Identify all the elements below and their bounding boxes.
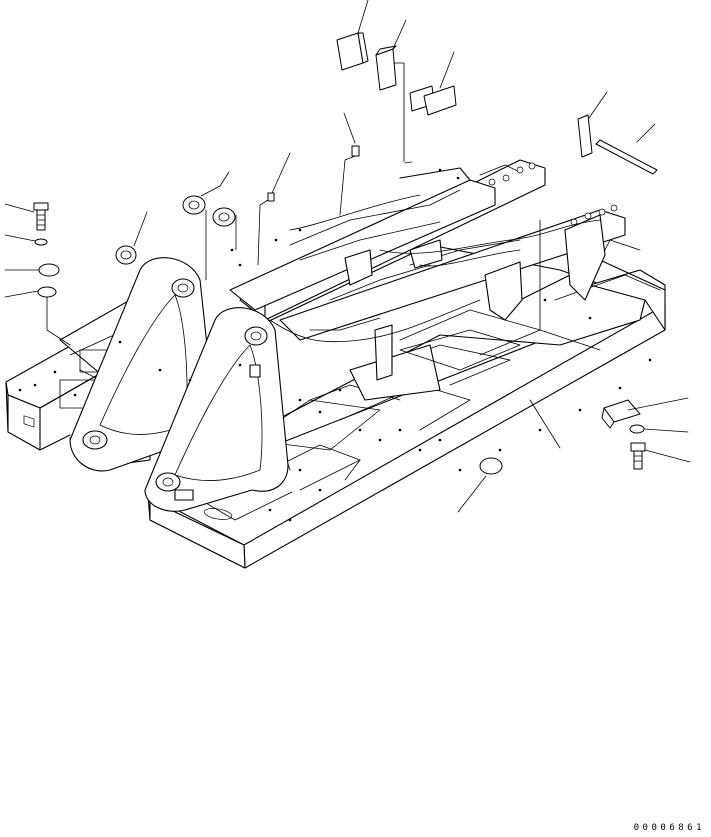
rubber-pad-2 [375, 48, 397, 91]
side-plate [577, 114, 593, 158]
bushing-lower [479, 457, 503, 475]
beam-holes [488, 162, 618, 226]
leader-lines [4, 0, 691, 513]
rubber-pad-4 [423, 85, 457, 116]
frame-dots [18, 168, 652, 522]
bushing-1 [182, 195, 206, 215]
bolt-head-right [630, 442, 646, 452]
small-shim-1 [351, 145, 360, 157]
washer-right [629, 424, 645, 434]
upper-longitudinal-beams [229, 159, 626, 341]
bolt-shank-right [633, 450, 643, 470]
small-shim-2 [267, 192, 275, 202]
cap-left [38, 263, 60, 277]
bushing-2 [212, 207, 236, 227]
rod-bar [595, 139, 658, 175]
exploded-parts [33, 32, 658, 475]
bushing-3 [115, 245, 137, 265]
drawing-number: 00006861 [633, 823, 705, 833]
cover-plate-left [37, 286, 57, 298]
bolt-head-left [33, 202, 49, 211]
mounting-brackets [344, 214, 606, 401]
hydraulic-lines [269, 194, 601, 343]
washer-left [34, 238, 48, 246]
boom-mount-plates [69, 257, 289, 512]
